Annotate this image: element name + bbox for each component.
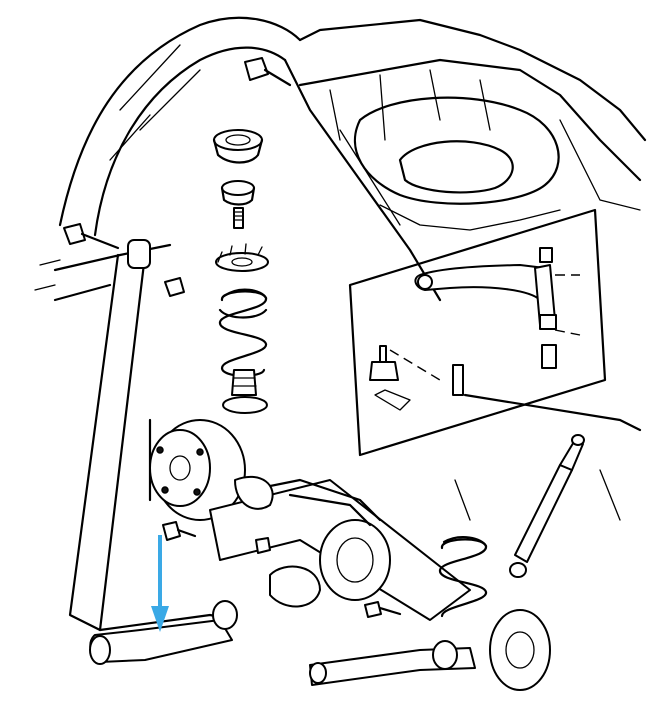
right-coil-spring	[438, 536, 488, 618]
right-brake-rotor	[489, 609, 551, 691]
lower-control-arm	[68, 239, 238, 665]
frame-nut	[164, 277, 185, 297]
lower-control-arm-bolt	[63, 223, 120, 250]
upper-mount-bolt	[244, 57, 292, 87]
lower-spring-isolator	[222, 369, 268, 414]
wheel-well-body-panel	[34, 16, 647, 521]
down-arrow-icon	[151, 535, 169, 632]
spring-bolt	[233, 207, 244, 229]
shock-absorber	[509, 434, 585, 578]
jounce-bumper	[220, 180, 256, 206]
rear-axle-housing	[209, 475, 471, 621]
track-bar-inset	[348, 208, 607, 457]
brake-drum-hub	[149, 419, 246, 521]
right-lower-control-arm	[309, 640, 476, 686]
coil-spring	[218, 288, 268, 377]
axle-bolts	[162, 521, 402, 618]
upper-spring-seat	[215, 243, 269, 272]
upper-spring-isolator	[212, 129, 264, 164]
